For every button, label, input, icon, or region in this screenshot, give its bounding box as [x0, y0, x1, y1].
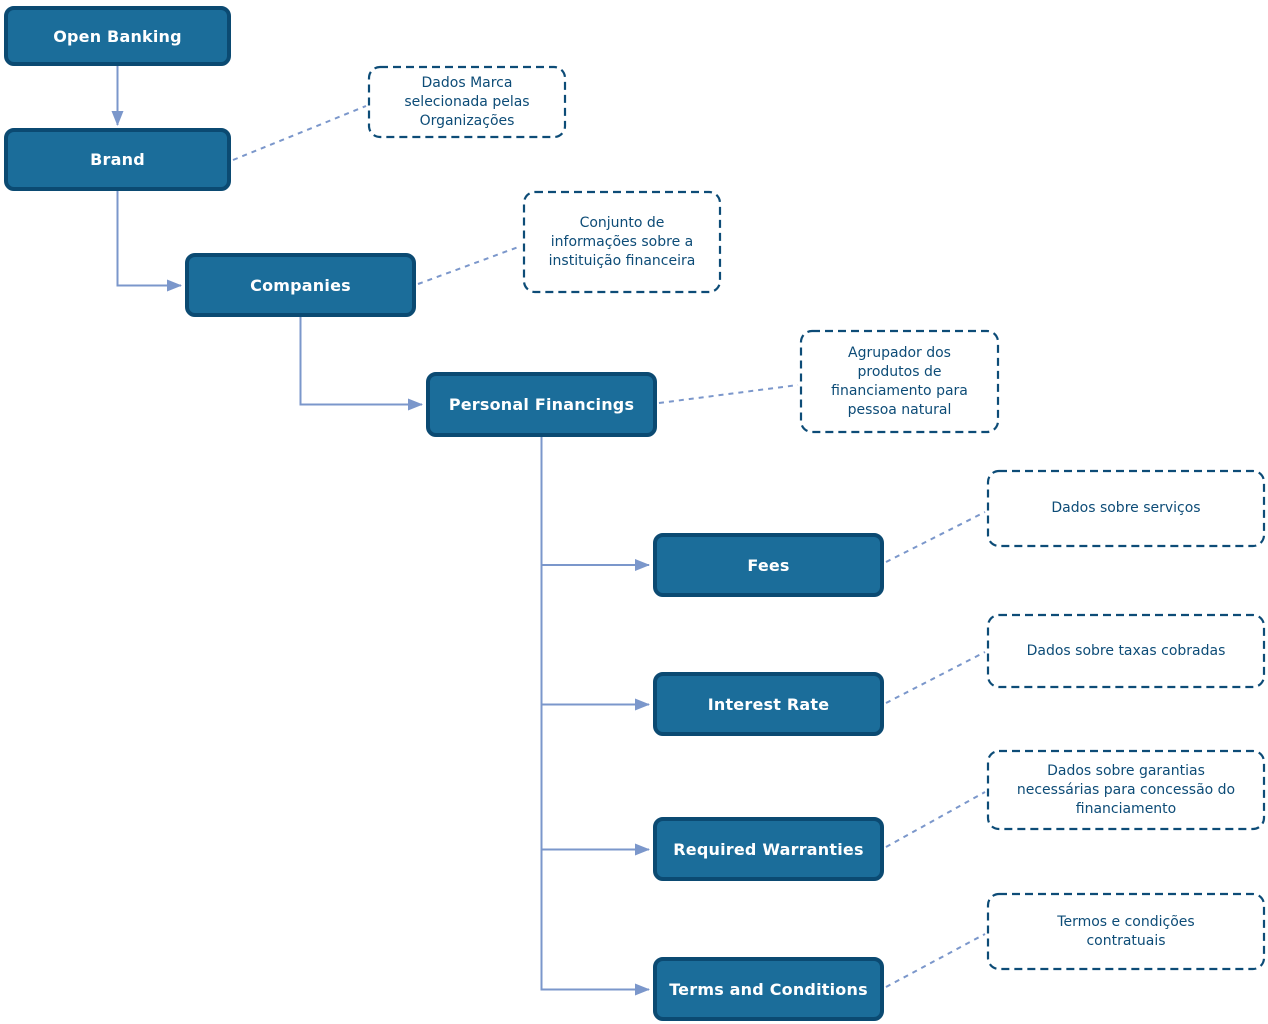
note-connector-fees [885, 511, 986, 563]
node-companies: Companies [185, 253, 416, 317]
edge-brand-to-companies [116, 191, 182, 292]
node-brand-label: Brand [90, 150, 145, 169]
node-interest-rate: Interest Rate [653, 672, 884, 736]
note-personal-financings-text: Agrupador dos produtos de financiamento … [831, 344, 968, 418]
node-fees: Fees [653, 533, 884, 597]
note-connector-required-warranties [885, 791, 986, 848]
node-interest-rate-label: Interest Rate [707, 694, 830, 714]
note-interest-rate: Dados sobre taxas cobradas [987, 614, 1265, 688]
note-connector-brand [232, 105, 367, 161]
node-open-banking-label: Open Banking [53, 26, 182, 46]
note-border-required-warranties [986, 749, 1266, 831]
note-connector-terms-and-conditions [885, 933, 986, 988]
note-required-warranties-text: Dados sobre garantias necessárias para c… [1016, 762, 1236, 817]
note-border-brand [367, 65, 567, 139]
note-fees-text: Dados sobre serviços [1051, 500, 1201, 516]
note-connector-companies [417, 245, 522, 285]
note-brand: Dados Marca selecionada pelas Organizaçõ… [368, 66, 566, 138]
note-required-warranties: Dados sobre garantias necessárias para c… [987, 750, 1265, 830]
note-interest-rate-text: Dados sobre taxas cobradas [1026, 642, 1226, 659]
node-personal-financings: Personal Financings [426, 372, 657, 437]
note-fees: Dados sobre serviços [987, 470, 1265, 547]
node-personal-financings-label: Personal Financings [448, 395, 635, 414]
note-border-terms-and-conditions [986, 892, 1266, 971]
node-required-warranties-label: Required Warranties [673, 839, 864, 859]
note-companies-text: Conjunto de informações sobre a institui… [548, 214, 696, 269]
node-terms-and-conditions-label: Terms and Conditions [669, 979, 868, 999]
node-open-banking: Open Banking [4, 6, 231, 66]
edge-personal-financings-to-terms-and-conditions [540, 437, 650, 996]
node-companies-label: Companies [250, 275, 351, 295]
node-terms-and-conditions: Terms and Conditions [653, 957, 884, 1021]
edge-companies-to-personal-financings [299, 317, 423, 411]
note-terms-and-conditions-text: Termos e condições contratuais [1057, 913, 1195, 949]
note-brand-text: Dados Marca selecionada pelas Organizaçõ… [404, 74, 530, 129]
note-border-fees [986, 469, 1266, 548]
note-terms-and-conditions: Termos e condições contratuais [987, 893, 1265, 970]
note-connector-personal-financings [658, 384, 799, 404]
node-fees-label: Fees [747, 555, 790, 575]
node-brand: Brand [4, 128, 231, 191]
note-personal-financings: Agrupador dos produtos de financiamento … [800, 330, 999, 433]
note-border-personal-financings [799, 329, 1000, 434]
node-required-warranties: Required Warranties [653, 817, 884, 881]
note-companies: Conjunto de informações sobre a institui… [523, 191, 721, 293]
note-connector-interest-rate [885, 651, 986, 704]
